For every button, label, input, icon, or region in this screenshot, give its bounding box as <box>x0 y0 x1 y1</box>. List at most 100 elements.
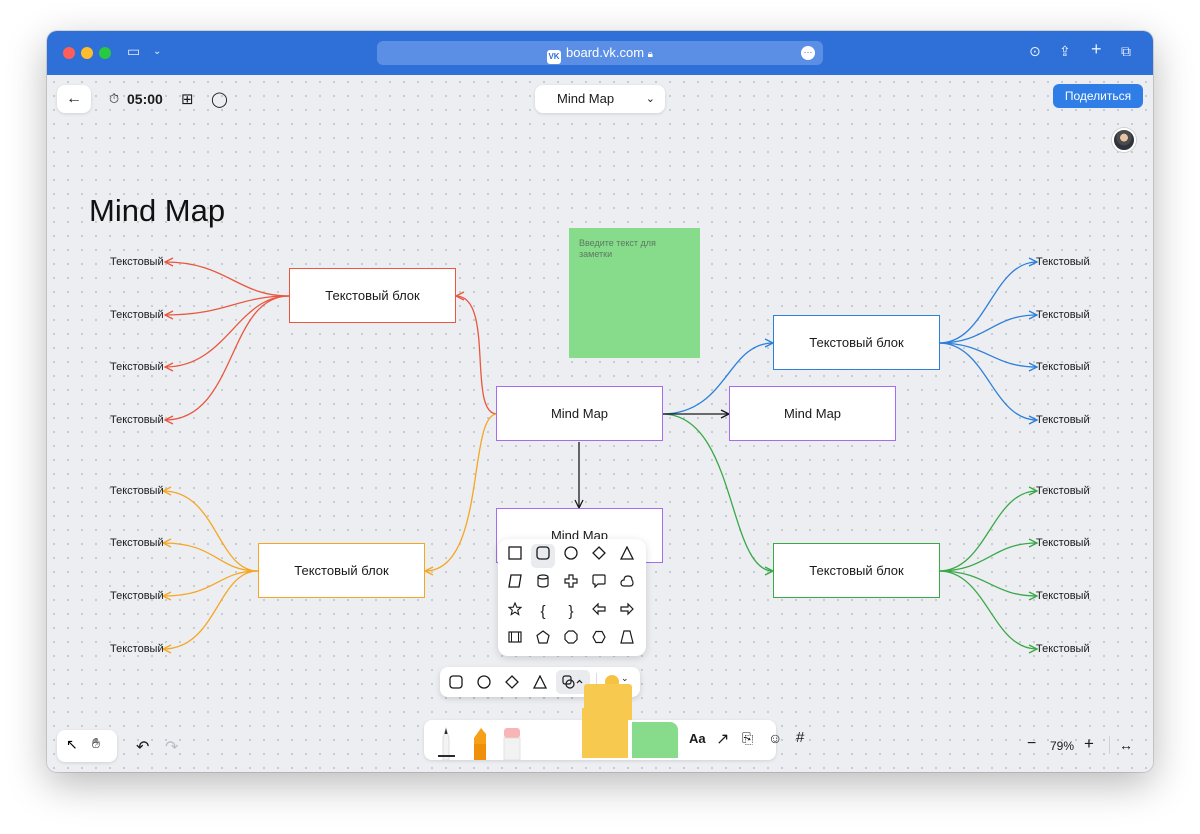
triangle-shape-icon[interactable] <box>528 670 552 694</box>
node-center-mind-map[interactable]: Mind Map <box>496 386 663 441</box>
edge-blue-4 <box>938 342 1037 420</box>
leaf-red-2[interactable]: Текстовый <box>110 309 164 321</box>
close-window-button[interactable] <box>63 47 75 59</box>
rounded-square-shape-icon[interactable] <box>444 670 468 694</box>
node-blue-text-block[interactable]: Текстовый блок <box>773 315 940 370</box>
leaf-blue-2[interactable]: Текстовый <box>1036 309 1090 321</box>
sticker-icon[interactable]: ☺︎ <box>768 730 783 746</box>
undo-icon[interactable]: ↶ <box>136 739 150 756</box>
zoom-out-icon[interactable]: − <box>1027 735 1037 752</box>
maximize-window-button[interactable] <box>99 47 111 59</box>
fit-width-icon[interactable]: ↔ <box>1119 737 1133 753</box>
shape-process-icon[interactable] <box>503 628 527 652</box>
download-icon[interactable]: ⊙ <box>1029 43 1041 59</box>
share-icon[interactable]: ⇪ <box>1059 43 1071 59</box>
shape-cross-icon[interactable] <box>559 572 583 596</box>
edge-green-4 <box>938 570 1037 649</box>
node-orange-text-block[interactable]: Текстовый блок <box>258 543 425 598</box>
leaf-blue-1[interactable]: Текстовый <box>1036 256 1090 268</box>
leaf-blue-4[interactable]: Текстовый <box>1036 414 1090 426</box>
connector-arrow-icon[interactable]: ↗ <box>716 731 730 748</box>
more-options-icon[interactable]: ··· <box>801 46 815 60</box>
tabs-overview-icon[interactable]: ⧉ <box>1121 43 1131 59</box>
zoom-in-icon[interactable]: + <box>1084 734 1094 753</box>
new-tab-icon[interactable]: + <box>1091 39 1102 59</box>
shape-arrow-right-icon[interactable] <box>615 600 639 624</box>
edge-orange-4 <box>163 570 259 649</box>
shape-cylinder-icon[interactable] <box>531 572 555 596</box>
zoom-level[interactable]: 79% <box>1050 739 1075 753</box>
board-canvas[interactable]: ← ⏱︎ 05:00 ⊞ ◯ Mind Map ⌄ Поделиться Min… <box>47 75 1153 772</box>
leaf-orange-3[interactable]: Текстовый <box>110 590 164 602</box>
leaf-orange-2[interactable]: Текстовый <box>110 537 164 549</box>
leaf-red-4[interactable]: Текстовый <box>110 414 164 426</box>
shape-left-brace-icon[interactable]: { <box>540 603 546 620</box>
diamond-shape-icon[interactable] <box>500 670 524 694</box>
node-right-mind-map[interactable]: Mind Map <box>729 386 896 441</box>
edge-blue-3 <box>938 342 1037 367</box>
sticky-note-green-tool-icon[interactable] <box>632 722 678 758</box>
edge-center-orange <box>425 413 498 571</box>
minimize-window-button[interactable] <box>81 47 93 59</box>
chevron-down-icon[interactable]: ⌄ <box>621 673 629 683</box>
shape-circle-icon[interactable] <box>559 544 583 568</box>
leaf-green-4[interactable]: Текстовый <box>1036 643 1090 655</box>
board-title-text[interactable]: Mind Map <box>89 193 226 228</box>
back-button[interactable]: ← <box>57 85 91 113</box>
shape-right-brace-icon[interactable]: } <box>568 603 574 620</box>
leaf-red-1[interactable]: Текстовый <box>110 256 164 268</box>
shape-octagon-icon[interactable] <box>559 628 583 652</box>
shape-trapezoid-icon[interactable] <box>615 628 639 652</box>
shape-pentagon-icon[interactable] <box>531 628 555 652</box>
leaf-green-3[interactable]: Текстовый <box>1036 590 1090 602</box>
board-name-select[interactable]: Mind Map ⌄ <box>535 85 665 113</box>
sticky-note[interactable]: Введите текст для заметки <box>569 228 700 358</box>
circle-shape-icon[interactable] <box>472 670 496 694</box>
node-red-text-block[interactable]: Текстовый блок <box>289 268 456 323</box>
lock-icon: 🔒︎ <box>647 49 653 60</box>
shape-rounded-square-icon[interactable] <box>531 544 555 568</box>
timer-icon[interactable]: ⏱︎ <box>109 91 120 106</box>
zoom-divider <box>1109 736 1110 754</box>
leaf-orange-4[interactable]: Текстовый <box>110 643 164 655</box>
leaf-green-1[interactable]: Текстовый <box>1036 485 1090 497</box>
frames-grid-icon[interactable]: ⊞ <box>181 91 194 108</box>
shape-star-icon[interactable] <box>503 600 527 624</box>
shape-speech-bubble-icon[interactable] <box>587 572 611 596</box>
frame-grid-icon[interactable]: # <box>796 729 805 746</box>
cursor-select-icon[interactable]: ↖ <box>66 736 78 752</box>
hand-pan-icon[interactable]: ✋︎ <box>92 735 100 751</box>
add-file-icon[interactable]: ⎘ <box>742 730 754 746</box>
user-avatar[interactable] <box>1112 128 1136 152</box>
sticky-note-yellow-tool-icon[interactable] <box>582 708 628 758</box>
shape-cloud-icon[interactable] <box>615 572 639 596</box>
redo-icon[interactable]: ↷ <box>165 739 179 756</box>
shape-square-icon[interactable] <box>503 544 527 568</box>
sidebar-icon[interactable]: ▭ <box>127 43 141 59</box>
text-tool-icon[interactable]: Aa <box>689 731 706 746</box>
vk-favicon-icon: VK <box>547 50 561 64</box>
edge-green-2 <box>938 543 1037 572</box>
leaf-blue-3[interactable]: Текстовый <box>1036 361 1090 373</box>
leaf-red-3[interactable]: Текстовый <box>110 361 164 373</box>
edge-red-1 <box>165 262 290 297</box>
leaf-orange-1[interactable]: Текстовый <box>110 485 164 497</box>
shape-triangle-icon[interactable] <box>615 544 639 568</box>
shape-diamond-icon[interactable] <box>587 544 611 568</box>
share-button[interactable]: Поделиться <box>1053 84 1143 108</box>
node-green-text-block[interactable]: Текстовый блок <box>773 543 940 598</box>
timer-value[interactable]: 05:00 <box>127 91 163 107</box>
leaf-green-2[interactable]: Текстовый <box>1036 537 1090 549</box>
comment-icon[interactable]: ◯ <box>211 91 228 108</box>
shape-parallelogram-icon[interactable] <box>503 572 527 596</box>
creation-toolbar: Aa ↗ ⎘ ☺︎ # <box>424 684 804 760</box>
shape-hexagon-icon[interactable] <box>587 628 611 652</box>
chevron-down-icon[interactable]: ⌄ <box>153 46 162 57</box>
shape-arrow-left-icon[interactable] <box>587 600 611 624</box>
edge-center-red <box>456 296 498 415</box>
drawing-tools-illustration <box>438 726 521 760</box>
shapes-menu-icon[interactable] <box>556 670 590 694</box>
